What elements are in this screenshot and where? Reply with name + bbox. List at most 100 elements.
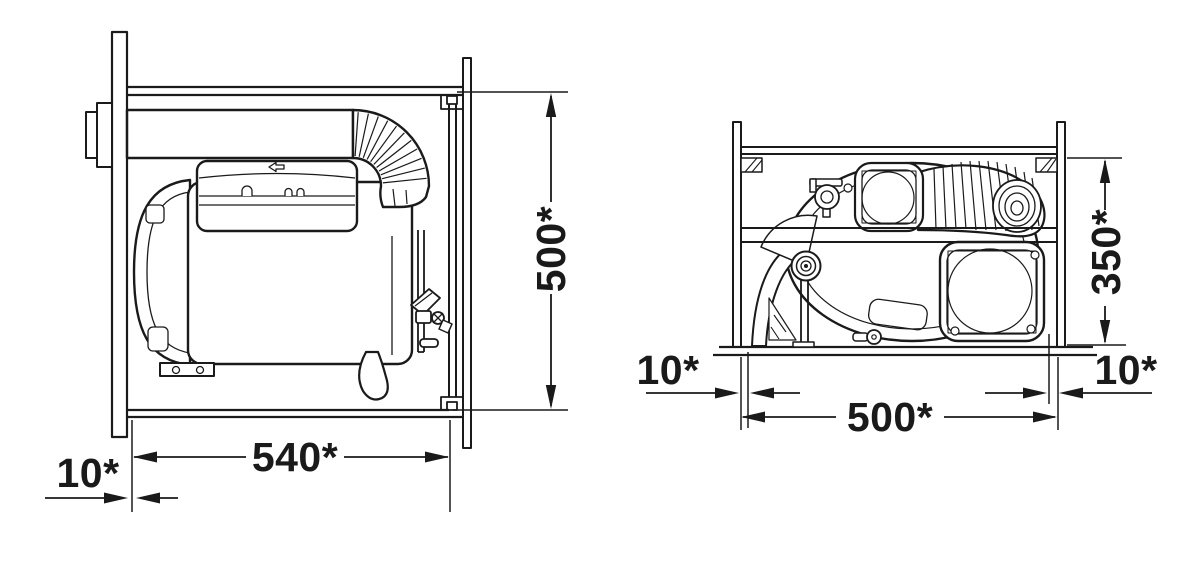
water-pipe-stub xyxy=(419,338,439,348)
rear-flange xyxy=(417,230,425,353)
front-view-dimensions: 350* 500* 10* xyxy=(636,157,1157,440)
dimension-height-350: 350* xyxy=(1067,157,1129,346)
drain-pipe-foot xyxy=(792,341,815,348)
outlet-grille-frame xyxy=(946,249,1038,335)
duct-opening-ring-4 xyxy=(1010,200,1024,216)
gas-valve-inner xyxy=(820,190,834,204)
pivot-hub-ring xyxy=(795,255,817,277)
side-view-appliance xyxy=(132,159,453,401)
arrow-right-icon xyxy=(715,387,739,399)
support-strut xyxy=(751,246,799,347)
dimension-clearance-left-10: 10* xyxy=(636,347,800,399)
shelf-section-lines xyxy=(741,227,1057,243)
valve-elbow-fitting xyxy=(438,319,453,334)
cabinet-inner-side-panel xyxy=(448,103,457,397)
outlet-grille-slats xyxy=(947,250,1037,334)
pivot-hub-inner xyxy=(800,260,812,272)
drain-plug-stub xyxy=(852,332,869,342)
gas-valve-screw xyxy=(843,183,853,193)
support-web-hatch xyxy=(770,314,787,340)
front-view-appliance xyxy=(751,160,1046,348)
dimension-clearance-right-label: 10* xyxy=(1094,347,1157,393)
duct-opening-ring-3 xyxy=(1004,192,1030,222)
support-web xyxy=(768,297,797,341)
dimension-height-label: 350* xyxy=(1083,209,1129,295)
arrow-left-icon xyxy=(750,387,774,399)
side-view: 500* 540* 10* xyxy=(45,30,574,512)
side-view-dimensions: 500* 540* 10* xyxy=(45,91,574,512)
arrow-up-icon xyxy=(545,93,557,117)
duct-opening-outer-ring xyxy=(992,179,1042,233)
gas-valve-handle-hook xyxy=(809,178,817,193)
front-view: 350* 500* 10* xyxy=(636,121,1157,440)
cabinet-right-wall xyxy=(1056,121,1066,348)
grille-screw-bl xyxy=(950,326,960,336)
duct-elbow-ribs xyxy=(354,112,427,207)
arrow-left-icon xyxy=(133,451,157,463)
cabinet-left-wall xyxy=(732,121,742,348)
pivot-hub-center xyxy=(804,264,808,268)
mounting-rail-bottom-clip xyxy=(446,401,458,411)
dimension-clearance-10: 10* xyxy=(45,450,178,504)
airflow-arrow-icon xyxy=(268,161,285,173)
dimension-height-500: 500* xyxy=(453,91,574,411)
arrow-down-icon xyxy=(1099,320,1111,344)
dimension-clearance-right-10: 10* xyxy=(985,347,1157,399)
arrow-right-icon xyxy=(104,492,128,504)
side-view-cabinet xyxy=(85,30,472,449)
cable-grommet-single xyxy=(241,185,253,196)
boiler-front-dome xyxy=(132,178,192,367)
exterior-vent-cowl-cap xyxy=(85,111,98,159)
dome-detail-upper xyxy=(145,204,165,224)
corner-batten-right-hatch xyxy=(1039,157,1057,173)
arrow-left-icon xyxy=(136,492,160,504)
dimension-width-label: 500* xyxy=(847,394,933,440)
arrow-right-icon xyxy=(425,451,449,463)
dimension-width-500: 500* xyxy=(740,334,1059,440)
mounting-rail-top xyxy=(440,96,463,110)
arrow-down-icon xyxy=(545,385,557,409)
dome-detail-lower xyxy=(147,326,169,352)
mounting-foot xyxy=(159,362,215,377)
drain-hose xyxy=(358,350,389,401)
drain-plug xyxy=(866,329,882,345)
valve-body xyxy=(415,310,432,324)
drain-plug-center xyxy=(871,334,877,340)
valve-bracket-line xyxy=(414,292,433,307)
dimension-clearance-left-label: 10* xyxy=(636,347,699,393)
duct-opening-ring-2 xyxy=(998,185,1036,227)
arrow-right-icon xyxy=(1033,411,1057,423)
grille-screw-tr xyxy=(1030,250,1040,260)
foot-hole-right xyxy=(195,365,205,375)
arrow-right-icon xyxy=(1023,387,1047,399)
front-view-cabinet xyxy=(713,121,1097,357)
dimension-clearance-label: 10* xyxy=(56,450,119,496)
dimension-width-540: 540* xyxy=(131,420,451,512)
arrow-up-icon xyxy=(1099,159,1111,183)
arrow-left-icon xyxy=(1059,387,1083,399)
mounting-rail-top-clip xyxy=(446,95,458,105)
side-view-air-duct xyxy=(125,108,431,209)
intake-grille-frame xyxy=(861,169,917,225)
cover-seam-lines xyxy=(199,195,355,206)
gas-valve xyxy=(814,184,840,210)
cover-arch-line xyxy=(198,172,356,179)
grille-screw-br xyxy=(1026,324,1036,334)
front-view-shelf xyxy=(740,227,1058,243)
side-wall xyxy=(110,30,129,439)
cabinet-top-lines xyxy=(741,146,1057,155)
dimension-height-label: 500* xyxy=(528,206,574,292)
valve-handle-cross xyxy=(432,312,444,324)
exterior-vent-cowl xyxy=(96,102,113,168)
arrow-left-icon xyxy=(741,411,765,423)
corner-batten-left-hatch xyxy=(744,157,763,173)
foot-hole-left xyxy=(171,365,181,375)
drain-pipe xyxy=(800,276,809,346)
mounting-rail-bottom xyxy=(440,396,463,410)
dimension-width-label: 540* xyxy=(252,434,338,480)
cable-grommet-double xyxy=(284,187,305,196)
corrugated-duct-horizontal xyxy=(125,108,355,160)
